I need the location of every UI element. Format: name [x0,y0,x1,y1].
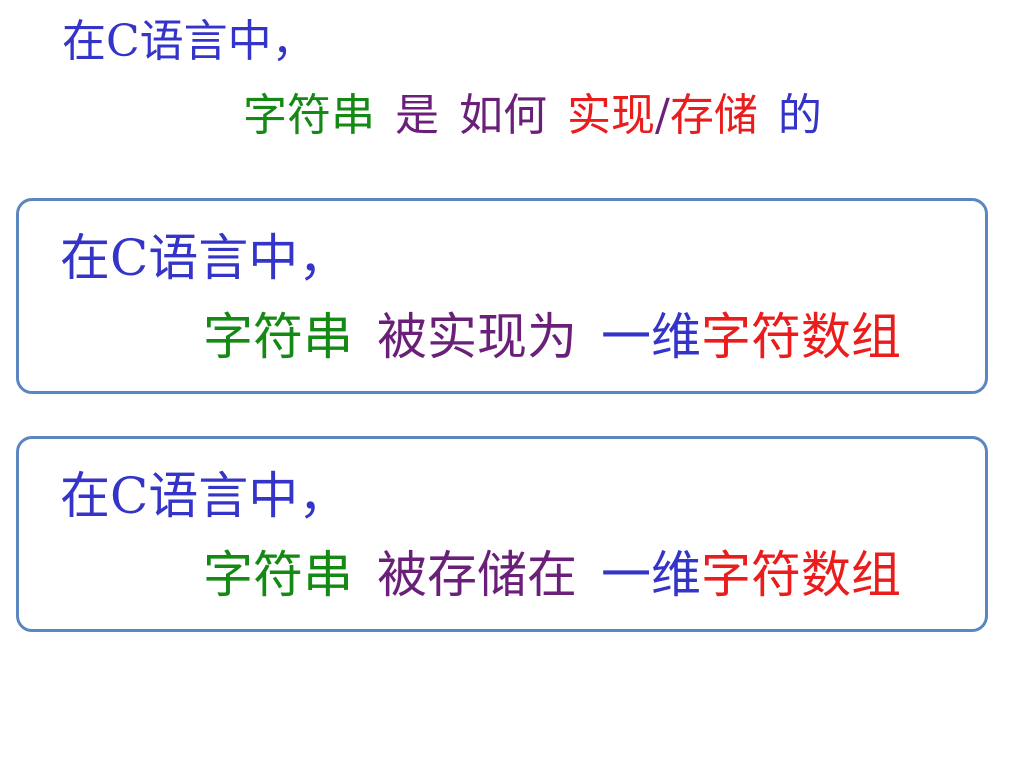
question-how: 如何 [459,90,547,141]
answer1-verb: 被实现为 [377,308,577,366]
answer-box-stored [16,436,988,632]
answer-box-implemented [16,198,988,394]
question-subject: 字符串 [243,90,375,141]
question-implement: 实现 [567,90,655,141]
answer1-dim: 一维 [601,308,701,366]
answer2-subject: 字符串 [203,546,353,604]
question-line-2: 字符串是如何实现/存储的 [243,94,822,138]
answer1-array: 字符数组 [701,308,901,366]
answer2-array: 字符数组 [701,546,901,604]
question-is: 是 [395,90,439,141]
answer1-line-1: 在C语言中， [60,229,349,287]
answer2-line-1: 在C语言中， [60,467,349,525]
answer2-verb: 被存储在 [377,546,577,604]
question-store: 存储 [669,90,758,141]
question-line-1: 在C语言中， [62,16,316,67]
answer1-subject: 字符串 [203,308,353,366]
question-de: 的 [777,90,822,141]
question-slash: / [655,90,670,141]
answer1-line-2: 字符串被实现为一维字符数组 [203,312,901,362]
answer2-dim: 一维 [601,546,701,604]
answer2-line-2: 字符串被存储在一维字符数组 [203,550,901,600]
